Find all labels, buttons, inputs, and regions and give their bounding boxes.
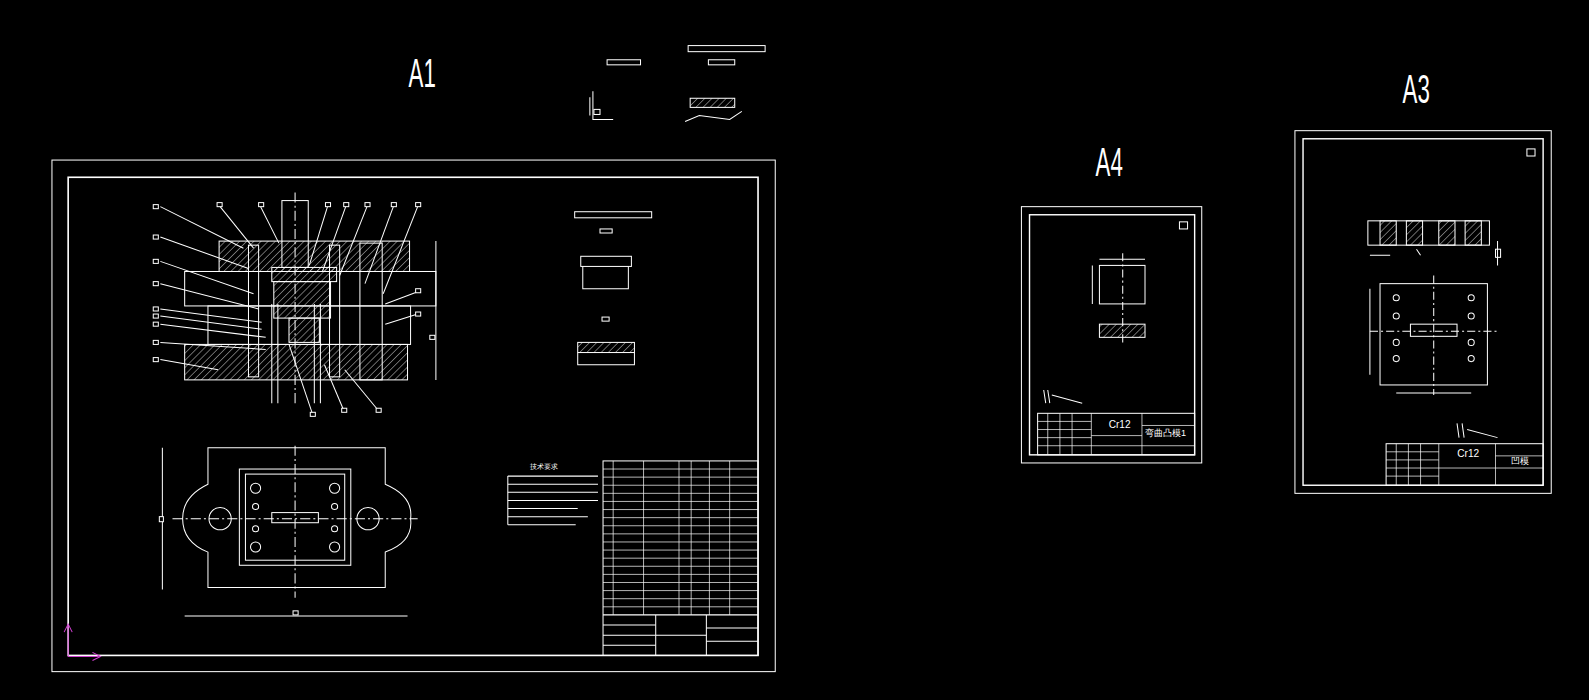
sheet-size-label: A3 [1402, 69, 1430, 110]
part-name-cell: 弯曲凸模1 [1144, 429, 1187, 438]
note-heading: 技术要求 [529, 464, 559, 471]
sheet-size-label: A4 [1095, 142, 1123, 183]
part-name-cell: 凹模 [1510, 457, 1530, 466]
material-cell: Cr12 [1456, 449, 1480, 459]
sheet-size-label: A1 [408, 53, 436, 94]
material-cell: Cr12 [1108, 420, 1132, 430]
